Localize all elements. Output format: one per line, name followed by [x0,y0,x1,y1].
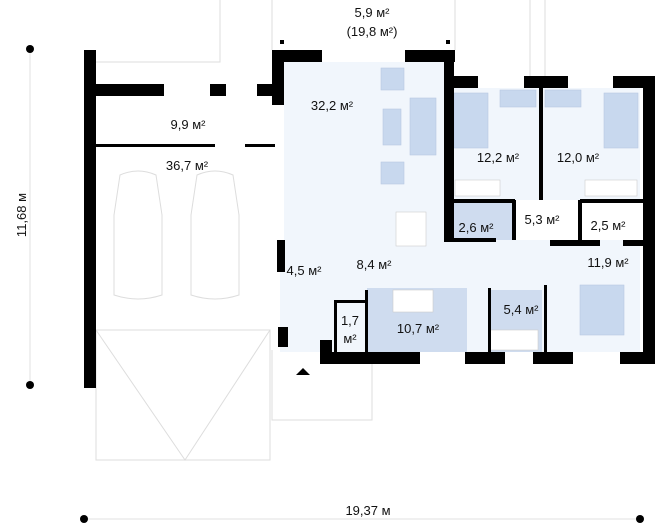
room-area-storage-unit: м² [343,331,357,346]
room-area-corridor: 8,4 м² [357,257,393,272]
coffee-table [382,108,402,146]
height-dimension-label: 11,68 м [14,193,29,237]
bathtub [489,329,539,351]
room-area-storage-value: 1,7 [341,313,359,328]
room-area-boiler: 9,9 м² [171,117,207,132]
walls [84,50,655,388]
entrance-arrow-icon [296,368,310,375]
room-area-bathroom: 5,4 м² [504,302,540,317]
entry-steps [271,350,373,421]
car-1 [113,170,163,300]
room-area-living: 32,2 м² [311,98,354,113]
terrace-total-area-label: (19,8 м²) [347,24,398,39]
room-area-wc: 2,6 м² [459,220,495,235]
sofa [409,97,437,156]
armchair [380,161,405,185]
double-bed [579,284,625,336]
room-area-bedroom-1: 12,2 м² [477,150,520,165]
cars [95,170,373,461]
furniture [380,67,639,351]
wc-fill [452,203,512,240]
room-area-bedroom-2: 12,0 м² [557,150,600,165]
width-dimension-label: 19,37 м [345,503,390,518]
armchair [380,67,405,91]
wardrobe-2 [584,179,638,197]
kitchen-table [392,289,434,313]
dining-table [395,211,427,247]
terrace-outline [96,0,546,76]
desk-2 [544,89,582,108]
car-2 [190,170,240,300]
room-area-garage: 36,7 м² [166,158,209,173]
room-area-closet: 2,5 м² [591,218,627,233]
room-area-vestibule: 4,5 м² [287,263,323,278]
bed-2 [603,92,639,149]
room-area-kitchen: 10,7 м² [397,321,440,336]
room-area-master-bedroom: 11,9 м² [587,255,629,270]
bed-1 [453,92,489,149]
driveway [95,329,271,461]
desk-1 [499,89,537,108]
dimension-lines [26,40,644,523]
terrace-area-label: 5,9 м² [355,5,391,20]
room-area-hall: 5,3 м² [525,212,561,227]
wardrobe-1 [454,179,501,197]
